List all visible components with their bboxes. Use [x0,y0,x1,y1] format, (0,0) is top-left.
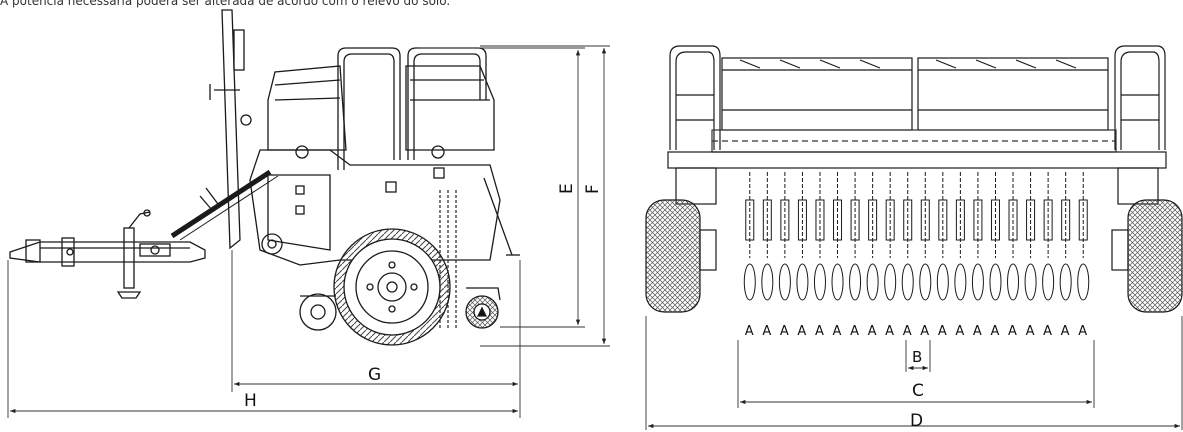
drawbar [9,237,206,267]
row-unit [884,172,897,301]
main-beam [667,151,1167,205]
rear-hoppers [721,57,1109,131]
hitch-mast [209,9,252,250]
row-unit [761,172,774,301]
row-spacing-label: A [1061,324,1070,339]
row-unit [936,172,949,301]
press-wheel-rear [465,287,501,329]
dim-label-d: D [910,411,923,431]
row-spacing-label: A [850,324,859,339]
row-unit [971,172,984,301]
row-spacing-label: A [885,324,894,339]
row-units [743,172,1090,301]
row-unit [743,172,756,301]
dim-label-b: B [912,348,922,366]
dim-label-h: H [244,391,257,411]
row-spacing-label: A [990,324,999,339]
row-unit [778,172,791,301]
row-unit [831,172,844,301]
main-wheel [333,228,451,346]
row-spacing-label: A [762,324,771,339]
side-view [9,9,520,346]
rear-dimensions [645,316,1183,430]
row-spacing-label: A [745,324,754,339]
gauge-wheel-front [299,293,337,331]
row-spacing-label: A [833,324,842,339]
row-unit [796,172,809,301]
side-dimensions [7,45,610,418]
rear-view [645,45,1183,313]
row-spacing-label: A [903,324,912,339]
row-spacing-label: A [973,324,982,339]
row-spacing-label: A [797,324,806,339]
row-unit [1077,172,1090,301]
jack-stand [116,209,151,299]
left-tire [645,199,717,313]
row-unit [1007,172,1020,301]
row-unit [901,172,914,301]
row-spacing-label: A [1043,324,1052,339]
row-unit [989,172,1002,301]
row-spacing-label: A [815,324,824,339]
metering-row [711,129,1117,153]
row-spacing-label: A [920,324,929,339]
row-spacing-label: A [780,324,789,339]
row-unit [866,172,879,301]
marker-arm [483,177,520,256]
dim-label-c: C [912,381,924,401]
row-spacing-label: A [955,324,964,339]
row-spacing-label: A [938,324,947,339]
row-unit [849,172,862,301]
row-unit [813,172,826,301]
row-spacing-label: A [868,324,877,339]
row-unit [1024,172,1037,301]
dim-label-e: E [557,183,577,194]
seed-hoppers [267,65,495,159]
row-unit [954,172,967,301]
row-unit [919,172,932,301]
row-spacing-label: A [1026,324,1035,339]
dim-label-g: G [368,365,381,385]
row-unit [1042,172,1055,301]
dim-label-f: F [583,184,603,194]
row-spacing-label: A [1078,324,1087,339]
rear-railings [669,45,1166,150]
right-tire [1111,199,1183,313]
hydraulic-cylinder [170,169,279,241]
row-spacing-label: A [1008,324,1017,339]
row-unit [1059,172,1072,301]
caption: A potência necessária poderá ser alterad… [0,0,451,8]
